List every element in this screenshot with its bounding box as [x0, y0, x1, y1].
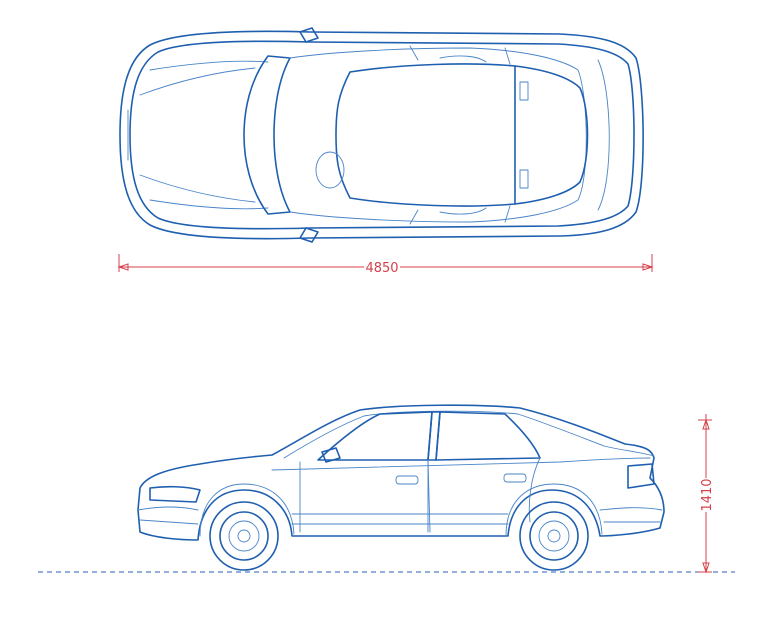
- height-dim-label: 1410: [700, 478, 715, 511]
- side-skirt: [291, 513, 509, 525]
- front-wheel-hub-outer: [228, 520, 260, 552]
- top-hood-crease: [149, 60, 269, 210]
- side-front-door: [299, 459, 429, 533]
- rear-wheel-tire: [519, 501, 589, 571]
- top-mirror-right: [299, 227, 319, 243]
- front-wheel-tire: [209, 501, 279, 571]
- top-mirror-left: [299, 27, 319, 43]
- side-front-wheel: [209, 501, 279, 571]
- top-hood-line-upper: [139, 67, 256, 96]
- side-front-bumper: [137, 506, 199, 525]
- top-windshield: [243, 55, 291, 215]
- side-mirror: [321, 447, 341, 463]
- length-dimension: 4850: [117, 254, 654, 276]
- top-door-line: [409, 45, 511, 225]
- rear-wheel-rim: [529, 511, 579, 561]
- height-dim-arrow-top: [702, 418, 710, 430]
- side-front-door-handle: [395, 475, 419, 485]
- side-front-arch: [199, 483, 295, 537]
- side-rear-door-handle: [503, 473, 527, 483]
- side-rear-light: [627, 463, 655, 489]
- top-seats: [439, 55, 487, 215]
- side-front-window: [317, 411, 433, 461]
- side-rear-door: [427, 457, 541, 533]
- side-rear-arch: [505, 483, 603, 537]
- rear-wheel-hub: [547, 529, 561, 543]
- height-dimension: 1410: [698, 414, 715, 574]
- length-dim-label: 4850: [365, 261, 398, 276]
- side-headlight: [149, 485, 201, 503]
- top-steering-wheel: [315, 151, 345, 189]
- side-rear-bumper: [599, 507, 663, 523]
- top-roof: [335, 63, 516, 207]
- top-hood-line-lower: [139, 174, 256, 203]
- side-b-pillar: [427, 411, 441, 461]
- car-side-view: [137, 404, 665, 571]
- front-wheel-hub: [237, 529, 251, 543]
- top-body-inner: [129, 40, 635, 230]
- top-rear-window: [514, 65, 589, 205]
- side-body-outline: [137, 404, 665, 541]
- side-trunk-line: [603, 445, 655, 457]
- top-cabin-outline: [289, 47, 587, 223]
- top-trunk-line: [597, 59, 610, 211]
- length-dim-arrow-left: [117, 263, 129, 271]
- side-rear-wheel: [519, 501, 589, 571]
- rear-wheel-hub-outer: [538, 520, 570, 552]
- car-top-view: [119, 27, 644, 243]
- length-dim-arrow-right: [642, 263, 654, 271]
- height-dim-arrow-bottom: [702, 562, 710, 574]
- top-rear-lights: [519, 81, 529, 189]
- side-rear-window: [435, 411, 541, 461]
- top-body-outline: [119, 30, 644, 240]
- side-beltline: [271, 457, 651, 471]
- front-wheel-rim: [219, 511, 269, 561]
